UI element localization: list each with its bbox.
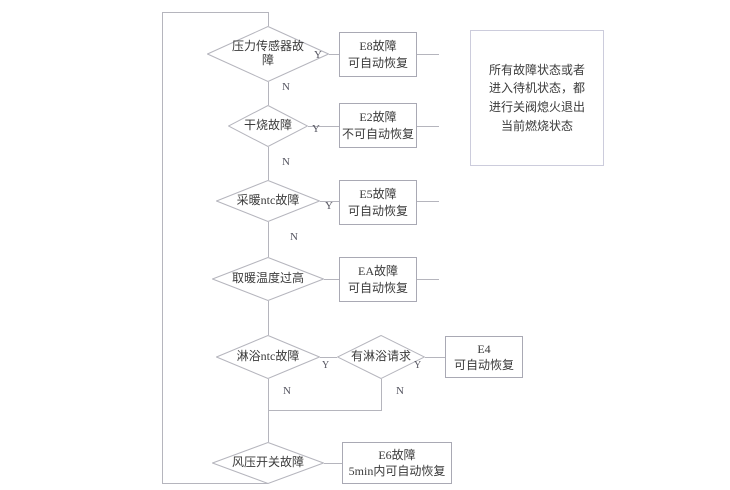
result-code-e6: E6故障 [378,447,416,462]
yes-line-5 [320,357,337,358]
result-recovery-e2: 不可自动恢复 [341,126,414,141]
yes-line-6 [425,357,445,358]
result-recovery-e8: 可自动恢复 [347,55,408,70]
result-code-e4: E4 [477,341,491,356]
result-box-e2: E2故障不可自动恢复 [339,103,417,148]
result-code-e5: E5故障 [359,187,397,202]
decision-label: 取暖温度过高 [231,271,304,286]
decision-pressure-sensor-fault[interactable]: 压力传感器故 障 [207,26,329,82]
no-line-6 [381,379,382,410]
branch-label-yes-3: Y [325,200,333,212]
decision-label: 干烧故障 [243,118,292,133]
result-code-e8: E8故障 [359,39,397,54]
loopback-top-line [162,12,268,13]
decision-label: 风压开关故障 [231,455,304,470]
branch-label-no-3: N [290,231,298,243]
result-recovery-e6: 5min内可自动恢复 [348,464,446,478]
decision-heating-ntc-fault[interactable]: 采暖ntc故障 [216,180,320,222]
result-text-e4: E4 可自动恢复 [454,341,514,373]
no-line-1 [268,82,269,105]
no-line-3 [268,222,269,257]
loopback-left-line [162,12,163,483]
diamond-shape-icon [212,257,324,301]
decision-heating-overtemp[interactable]: 取暖温度过高 [212,257,324,301]
result-code-e2: E2故障 [359,110,397,125]
result-recovery-e4: 可自动恢复 [453,358,514,372]
decision-label: 淋浴ntc故障 [236,349,300,364]
decision-shower-ntc-fault[interactable]: 淋浴ntc故障 [216,335,320,379]
branch-label-yes-6: Y [414,360,422,371]
no-line-2 [268,147,269,180]
branch-label-no-2: N [282,156,290,168]
diamond-shape-icon [207,26,329,82]
no-line-4 [268,301,269,335]
merge-line-shower [268,410,382,411]
merge-down-line-shower [268,410,269,442]
diamond-shape-icon [216,335,320,379]
result-text-e2: E2故障不可自动恢复 [342,109,414,141]
yes-line-7 [324,463,342,464]
entry-connector [268,12,269,26]
result-text-ea: EA故障可自动恢复 [348,263,408,295]
decision-air-pressure-switch-fault[interactable]: 风压开关故障 [212,442,324,484]
result-recovery-ea: 可自动恢复 [347,280,408,295]
result-text-e6: E6故障 5min内可自动恢复 [349,447,446,479]
branch-label-yes-1: Y [314,49,322,61]
result-box-e4: E4 可自动恢复 [445,336,523,378]
no-line-5 [268,379,269,410]
diamond-shape-icon [216,180,320,222]
result-text-e8: E8故障可自动恢复 [348,38,408,70]
result-box-ea: EA故障可自动恢复 [339,257,417,302]
result-recovery-e5: 可自动恢复 [347,203,408,218]
note-text: 所有故障状态或者 进入待机状态，都 进行关阀熄火退出 当前燃烧状态 [488,62,585,133]
decision-label: 采暖ntc故障 [236,193,300,208]
decision-label: 压力传感器故 障 [231,39,304,67]
diamond-shape-icon [337,335,425,379]
result-box-e8: E8故障可自动恢复 [339,32,417,77]
branch-label-no-1: N [282,81,290,93]
branch-label-no-6: N [396,385,404,397]
branch-label-no-5: N [283,385,291,397]
result-box-e5: E5故障可自动恢复 [339,180,417,225]
note-box: 所有故障状态或者 进入待机状态，都 进行关阀熄火退出 当前燃烧状态 [470,30,604,166]
branch-label-yes-5: Y [322,360,330,371]
loopback-bottom-line [162,483,268,484]
diamond-shape-icon [212,442,324,484]
decision-shower-request[interactable]: 有淋浴请求 [337,335,425,379]
diamond-shape-icon [228,105,308,147]
result-box-e6: E6故障 5min内可自动恢复 [342,442,452,484]
decision-dry-burn-fault[interactable]: 干烧故障 [228,105,308,147]
result-text-e5: E5故障可自动恢复 [348,186,408,218]
decision-label: 有淋浴请求 [350,349,411,364]
result-code-ea: EA故障 [357,264,398,279]
